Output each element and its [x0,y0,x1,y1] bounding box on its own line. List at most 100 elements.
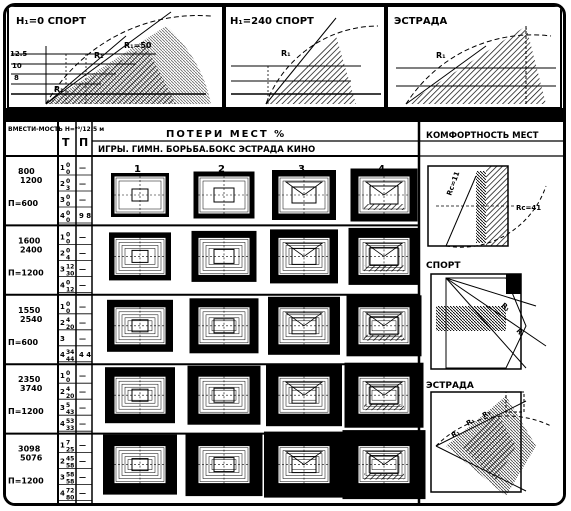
row-t-index: 3 [60,335,65,343]
seating-plan-thumbnail [348,227,420,285]
row-t-value-a: 0 [66,194,70,201]
row-t-index: 4 [60,351,65,359]
row-p-value: 9 8 [79,212,91,220]
row-t-index: 4 [60,281,65,289]
row-t-value-b: 20 [66,324,74,331]
banner-letter: В [106,109,116,124]
row-t-index: 2 [60,319,65,327]
sightline-panel-3: ЭСТРАДА R₁ [386,6,562,109]
row-t-index: 3 [60,196,65,204]
row-t-value-b: 58 [66,463,74,470]
row-p-value: — [79,249,86,257]
row-t-value-b: 0 [66,238,70,245]
row-t-value-a: 0 [66,210,70,217]
row-t-capacity-top: 800 [18,167,35,176]
seating-plan-thumbnail [264,431,344,498]
row-t-value-b: 0 [66,201,70,208]
row-p-value: — [79,303,86,311]
row-t-capacity-top: 1600 [18,236,41,245]
row-t-capacity-bottom: 3740 [20,384,43,393]
capacity-header: ВМЕСТИ-МОСТЬ H=⁹⁰/12.5 м [8,126,104,133]
seating-plan-thumbnail [342,430,426,500]
seating-plan-thumbnail [272,170,336,220]
seating-plan-thumbnail [111,173,169,217]
row-t-value-a: 7 [66,440,70,447]
comfort-diagram-1: Rc=11 Rc=41 [427,165,547,248]
diagram-sheet: H₁=0 СПОРТ R₁ R₁=50 R₁ 12.5 10 8 H₁=240 … [3,3,566,506]
seating-plan-thumbnail [105,367,175,424]
row-t-index: 2 [60,388,65,396]
seating-plan-thumbnail [185,433,263,497]
row-p-value: — [79,196,86,204]
banner-letter: М [250,109,263,124]
row-t-index: 2 [60,249,65,257]
seating-plan-thumbnail [187,365,261,425]
comfort-column: Rc=11 Rc=41 СПОРТ R₁ R₁ ЭСТРАДА R₁ [426,165,552,496]
row-t-capacity-bottom: 5076 [20,454,43,463]
banner-letter: Ь [394,109,404,124]
row-p-value: — [79,458,86,466]
seating-plan-thumbnail [270,229,338,284]
row-t-index: 3 [60,265,65,273]
panel-1-radius-c: R₁ [54,85,64,94]
row-p-value: — [79,388,86,396]
col-p-header: П [79,136,88,149]
comfort-diagram-3: R₁ R₁ R₁ [430,391,552,496]
column-number: 3 [298,164,305,175]
row-t-capacity-top: 3098 [18,445,41,454]
scale-label-12-5: 12.5 [10,50,27,58]
banner-letter: И [214,109,225,124]
banner-letter: Т [358,109,367,124]
row-t-index: 4 [60,490,65,498]
row-t-value-b: 4 [66,254,70,261]
row-t-value-a: 4 [66,386,70,393]
row-t-value-b: 0 [66,308,70,315]
banner-letter: О [286,109,297,124]
row-t-index: 2 [60,180,65,188]
row-p-capacity: П=1200 [8,477,44,486]
comfort-radius-2b: R₁ [514,327,526,339]
banner-letter: С [322,109,332,124]
row-p-capacity: П=1200 [8,268,44,277]
row-t-capacity-bottom: 2400 [20,245,43,254]
row-t-index: 3 [60,474,65,482]
losses-title: ПОТЕРИ МЕСТ % [166,129,286,140]
seating-plan-thumbnail [189,298,259,354]
row-t-value-b: 3 [66,185,70,192]
row-t-value-b: 80 [66,495,74,502]
seating-plan-thumbnail [268,296,340,355]
row-p-value: — [79,164,86,172]
row-t-value-b: 33 [66,425,74,432]
seating-plan-thumbnail [344,362,424,428]
row-t-value-b: 0 [66,217,70,224]
row-t-value-a: 34 [66,349,74,356]
losses-subtitle: ИГРЫ. ГИМН. БОРЬБА.БОКС ЭСТРАДА КИНО [98,145,315,155]
banner-letter: И [142,109,153,124]
row-t-index: 4 [60,212,65,220]
seating-plans [103,168,426,500]
sightline-panel-1: H₁=0 СПОРТ R₁ R₁=50 R₁ 12.5 10 8 [7,6,224,109]
panel-1-radius-a: R₁ [94,51,104,60]
row-p-capacity: П=600 [8,338,39,347]
row-t-value-a: 0 [66,231,70,238]
row-t-capacity-bottom: 1200 [20,176,43,185]
comfort-diagram-2: R₁ R₁ [430,273,547,370]
comfort-sport-label: СПОРТ [426,261,461,271]
row-t-index: 3 [60,404,65,412]
row-p-capacity: П=1200 [8,407,44,416]
row-p-value: — [79,180,86,188]
row-t-value-b: 30 [66,270,74,277]
row-t-value-b: 43 [66,409,74,416]
row-p-value: — [79,319,86,327]
row-t-value-b: 25 [66,447,74,454]
col-t-header: Т [62,136,70,149]
row-p-value: — [79,404,86,412]
row-t-index: 1 [60,372,65,380]
row-p-value: — [79,372,86,380]
seating-plan-thumbnail [103,434,177,495]
